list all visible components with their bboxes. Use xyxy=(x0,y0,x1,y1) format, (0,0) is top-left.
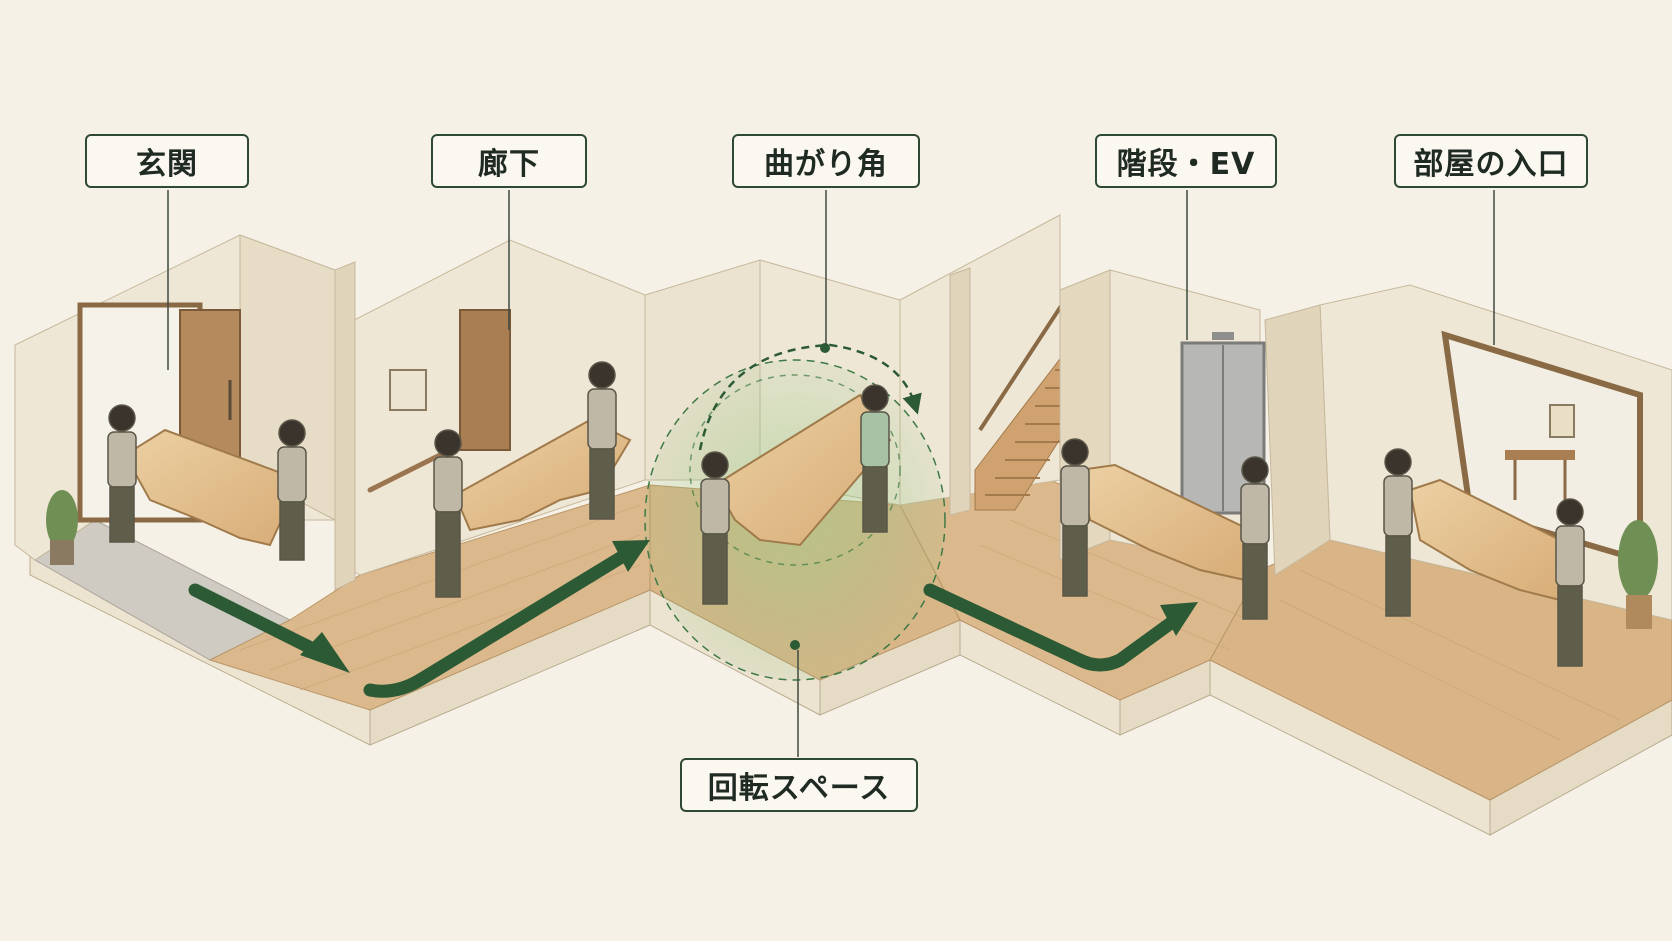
mover-figure xyxy=(433,429,463,598)
label-hallway: 廊下 xyxy=(431,134,587,188)
mover-figure xyxy=(587,361,617,520)
hallway-pillar xyxy=(334,261,356,591)
route-arrow-head-2 xyxy=(612,540,650,572)
label-entrance: 玄関 xyxy=(85,134,249,188)
table-5 xyxy=(1408,478,1572,602)
tables xyxy=(123,393,1572,602)
hallway-door xyxy=(459,309,511,451)
plant-icon xyxy=(46,490,78,565)
mover-figure xyxy=(700,451,730,605)
room-pillar xyxy=(1264,304,1331,576)
table-4 xyxy=(1078,463,1252,582)
route-arrow xyxy=(188,548,1182,698)
label-turning-space: 回転スペース xyxy=(680,758,918,812)
route-arrow-head-3 xyxy=(1160,602,1198,636)
mover-figure xyxy=(860,384,890,533)
route-arrow-head-1 xyxy=(300,632,350,673)
mover-figure xyxy=(1060,438,1090,597)
mover-figure xyxy=(277,419,307,561)
mover-figure xyxy=(1240,456,1270,620)
leader-lines xyxy=(167,190,1495,757)
label-corner: 曲がり角 xyxy=(732,134,920,188)
label-room-entrance: 部屋の入口 xyxy=(1394,134,1588,188)
plant-icon xyxy=(1618,520,1658,629)
mover-figure xyxy=(1555,498,1585,667)
label-stairs-ev: 階段・EV xyxy=(1095,134,1277,188)
wall-picture xyxy=(389,369,427,411)
table-1 xyxy=(123,428,302,547)
movers xyxy=(107,361,1585,667)
rotation-arc-icon xyxy=(698,343,922,451)
mover-figure xyxy=(1383,448,1413,617)
table-3 xyxy=(713,393,892,547)
mover-figure xyxy=(107,404,137,543)
stairs-pillar xyxy=(949,267,971,516)
